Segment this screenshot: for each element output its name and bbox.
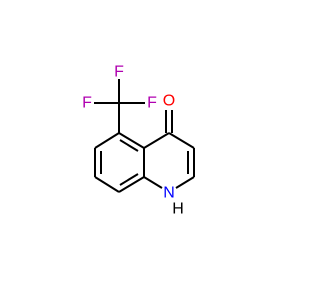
oxygen-label: O [163, 93, 175, 110]
fluorine-right-label: F [147, 95, 157, 112]
bond-c8-c8a-inner [119, 173, 139, 186]
bond-c4a-c5 [118, 132, 145, 149]
bond-c4a-c4 [143, 132, 170, 149]
bond-c8-c8a [118, 176, 145, 193]
fluorine-top-label: F [114, 64, 124, 81]
bond-layer [94, 79, 195, 193]
nitrogen-label: N [163, 185, 175, 202]
bond-n1-c8a [143, 176, 163, 189]
bond-c5-c6 [94, 132, 120, 149]
bond-c2-n1 [175, 176, 195, 189]
bond-c4a-c5-inner [119, 139, 139, 152]
atom-labels: F F F O N H [82, 64, 184, 218]
chemical-structure: F F F O N H [82, 64, 195, 218]
hydrogen-label: H [172, 201, 184, 218]
bond-c7-c8 [94, 176, 120, 193]
fluorine-left-label: F [82, 95, 92, 112]
bond-c4-c3 [168, 132, 195, 149]
